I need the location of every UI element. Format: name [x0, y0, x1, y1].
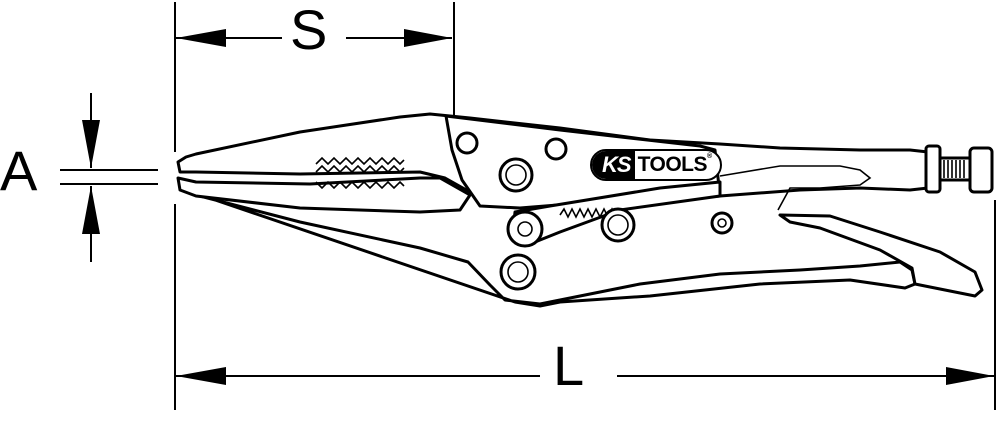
upper-handle-detail	[719, 165, 872, 211]
brand-logo: KS TOOLS®	[590, 149, 722, 181]
dimension-s-label: S	[290, 0, 328, 61]
release-lever	[778, 213, 984, 298]
jaw-serrations	[315, 156, 405, 190]
extension-lines	[174, 2, 996, 410]
adjusting-screw	[924, 144, 994, 194]
lower-handle	[178, 186, 917, 308]
dimension-s	[176, 29, 452, 47]
dimension-a	[60, 93, 158, 262]
brand-ks: KS	[592, 151, 635, 179]
brand-tools: TOOLS®	[635, 151, 713, 179]
brand-tools-text: TOOLS	[637, 153, 708, 176]
lower-jaw	[176, 176, 472, 214]
dimension-l	[176, 367, 994, 385]
dimension-a-label: A	[0, 139, 38, 202]
registered-mark: ®	[707, 153, 712, 160]
rivets	[455, 131, 734, 291]
dimension-l-label: L	[553, 334, 585, 397]
